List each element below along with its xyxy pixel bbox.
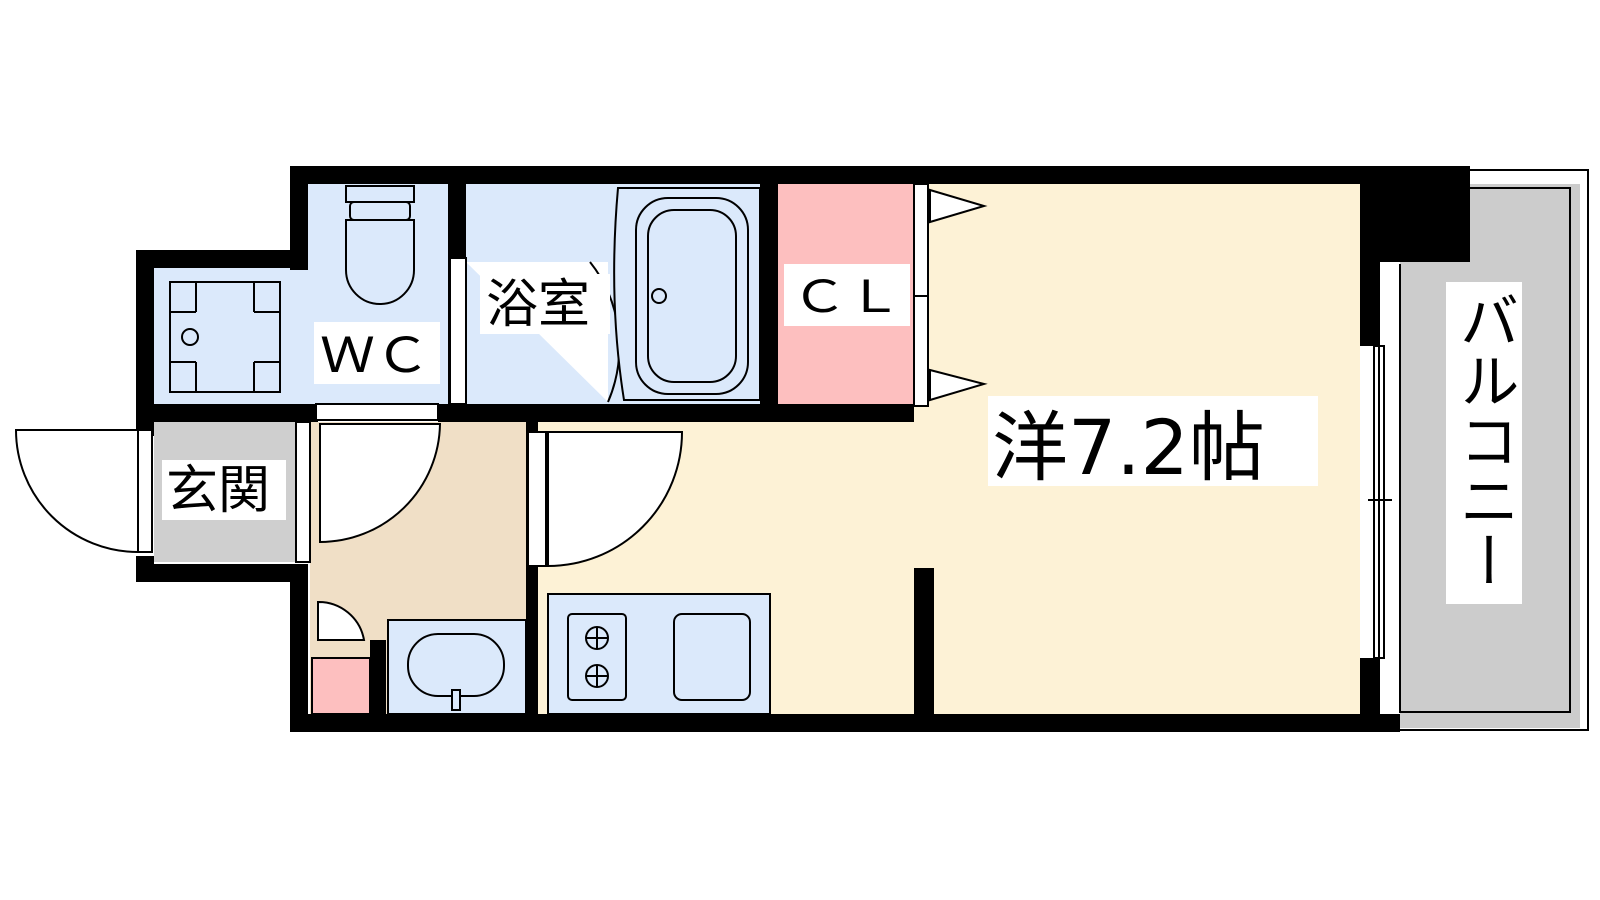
faucet	[451, 689, 461, 711]
entrance-door-frame	[137, 429, 153, 553]
wall-entrance-bottom	[136, 564, 308, 582]
washroom-door-jamb	[315, 403, 439, 421]
shoe-cabinet	[311, 657, 371, 715]
entrance-door-swing	[14, 429, 139, 554]
corridor-door-swing	[319, 423, 442, 544]
bathroom-label: 浴室	[486, 275, 590, 335]
storage-door-swing	[317, 600, 366, 641]
bathtub-drain	[651, 288, 667, 304]
wash-basin	[407, 633, 505, 697]
western-room-door-swing	[547, 431, 684, 568]
bathroom-door-frame	[449, 257, 467, 405]
stove	[567, 613, 627, 701]
balcony-railing	[1380, 169, 1589, 731]
wall-left-lower	[290, 564, 308, 732]
windows	[913, 183, 1392, 659]
wall-bottom	[290, 714, 1400, 732]
walls	[136, 166, 1470, 732]
toilet-tank	[345, 185, 415, 203]
closet-label: ＣＬ	[792, 272, 902, 323]
wall-left-upper	[290, 166, 308, 270]
wall-top	[290, 166, 1400, 184]
wall-row-divider-mid	[438, 404, 914, 422]
toilet-label: ＷＣ	[320, 328, 430, 384]
fixtures	[169, 185, 771, 715]
room-labels: 洋7.2帖 ＣＬ 浴室 ＷＣ 玄関 バルコニー	[162, 264, 1522, 604]
toilet-bowl	[345, 219, 415, 305]
wall-right-top	[1360, 166, 1380, 346]
western-room-door-frame	[527, 431, 547, 567]
wall-washroom-top	[136, 250, 308, 268]
corridor-door-frame	[295, 421, 311, 563]
wall-right-bottom	[1360, 658, 1380, 732]
bathtub-inner	[647, 209, 737, 383]
balcony-label: バルコニー	[1449, 290, 1519, 590]
toilet-tank-lid	[349, 201, 411, 221]
wall-bath-closet	[760, 166, 778, 422]
wall-washroom-left	[136, 250, 154, 436]
wall-row-divider-left	[154, 404, 318, 422]
western-room-label: 洋7.2帖	[992, 403, 1265, 492]
wall-kitchen-stub	[914, 568, 934, 714]
closet-door-marks	[929, 188, 988, 402]
washing-machine-drain	[181, 328, 199, 346]
wall-shoebox-divider	[370, 640, 386, 732]
entrance-label: 玄関	[166, 461, 270, 521]
kitchen-sink	[673, 613, 751, 701]
wall-balcony-pillar	[1380, 166, 1470, 262]
